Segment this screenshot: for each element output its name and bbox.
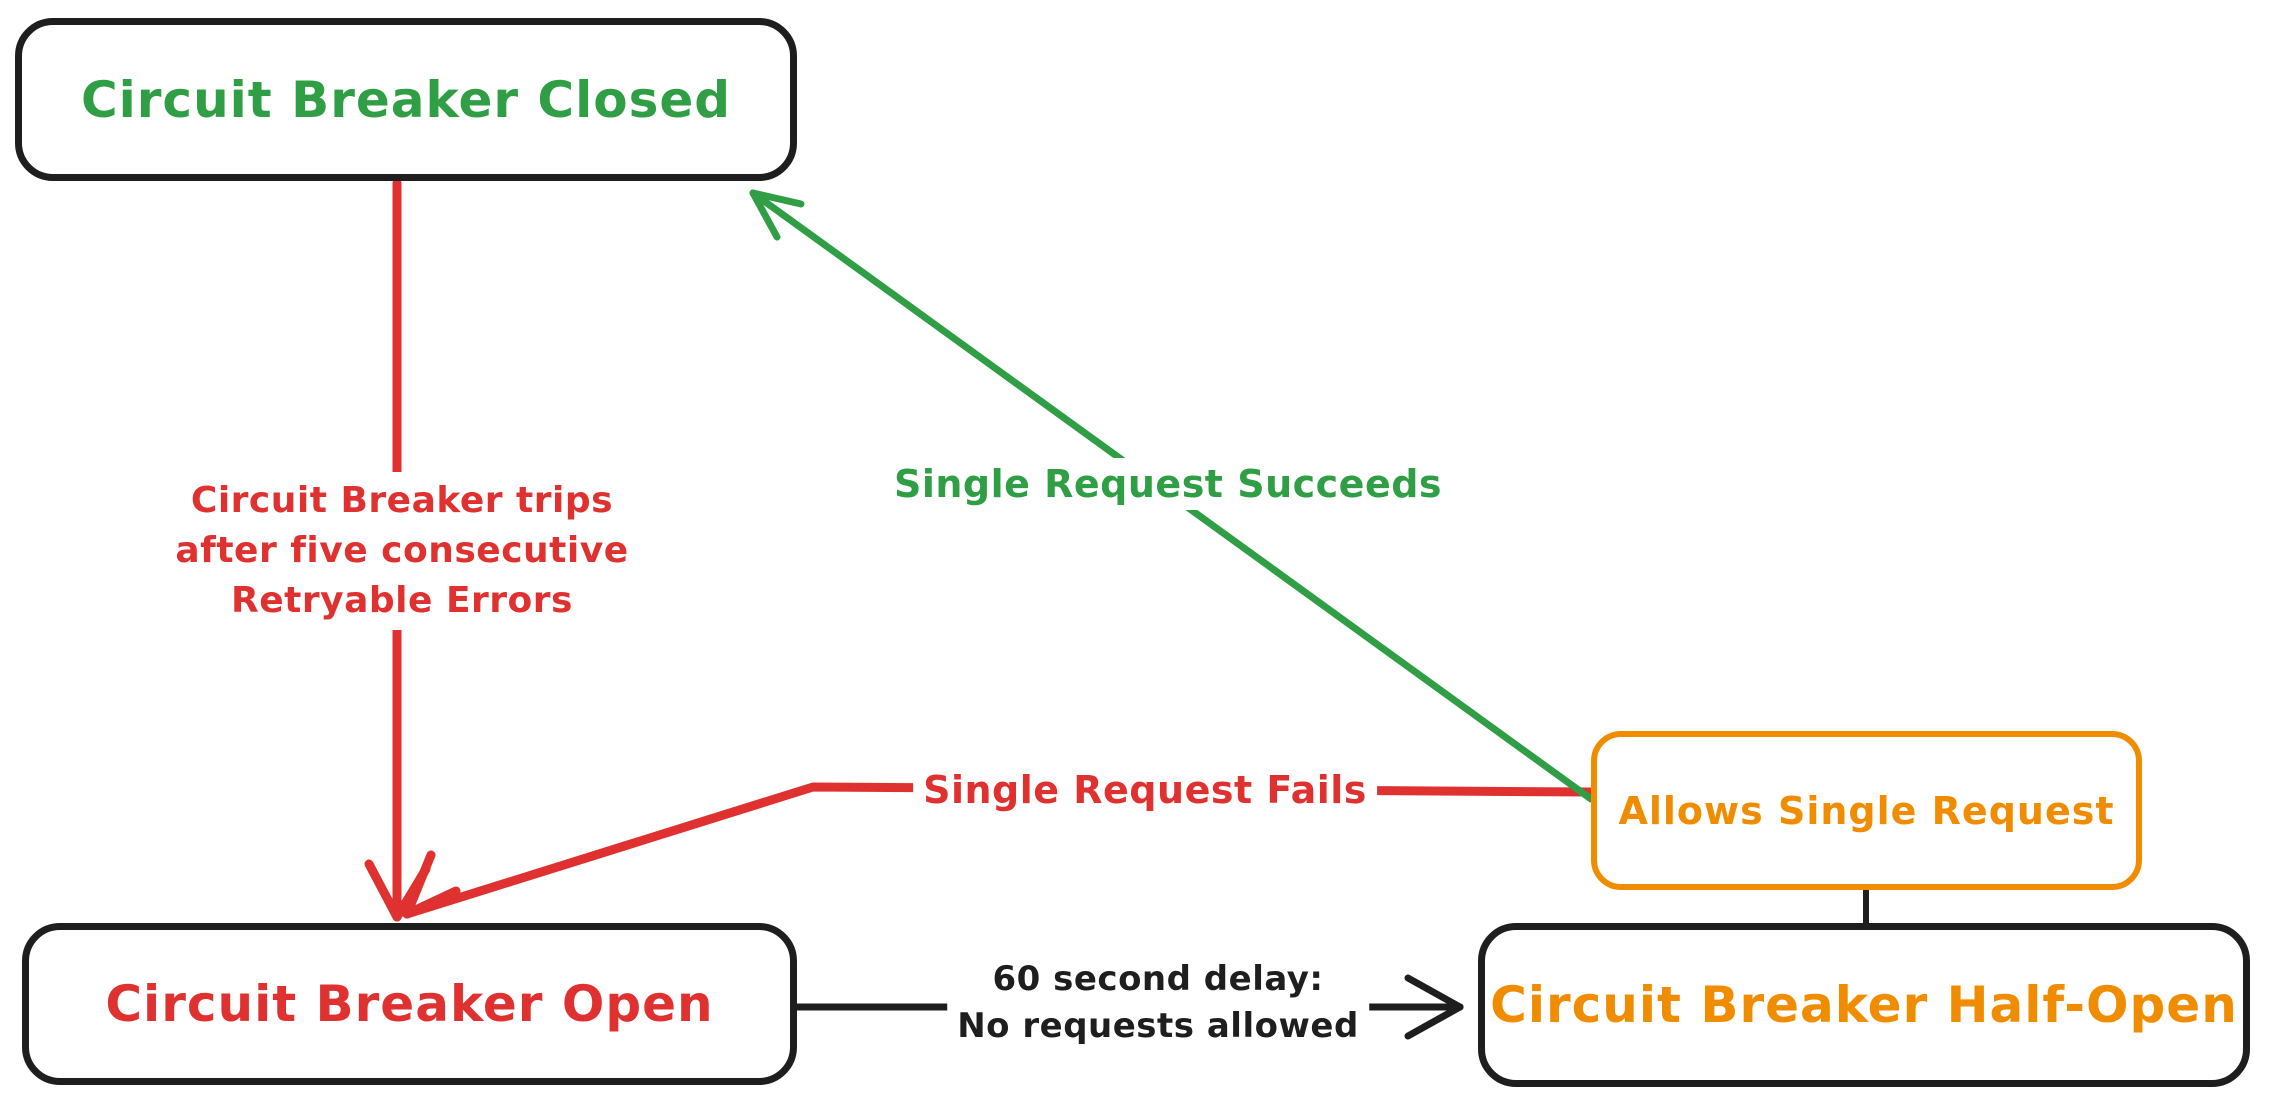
edge-label-single-request-succeeds[interactable]: Single Request Succeeds [883,458,1453,510]
edge-label-trips-line2: after five consecutive [175,530,629,571]
node-allows-single-request-label: Allows Single Request [1618,788,2115,833]
node-circuit-breaker-half-open-label: Circuit Breaker Half-Open [1490,976,2238,1034]
node-allows-single-request[interactable]: Allows Single Request [1591,731,2142,890]
edge-label-trips-line1: Circuit Breaker trips [190,480,614,521]
node-circuit-breaker-half-open[interactable]: Circuit Breaker Half-Open [1478,923,2250,1087]
node-circuit-breaker-closed-label: Circuit Breaker Closed [80,70,732,129]
edge-label-single-request-fails[interactable]: Single Request Fails [913,764,1377,816]
edge-label-delay-line1: 60 second delay: [992,959,1324,999]
node-circuit-breaker-closed[interactable]: Circuit Breaker Closed [15,18,797,181]
node-circuit-breaker-open-label: Circuit Breaker Open [105,975,714,1033]
edge-label-trips[interactable]: Circuit Breaker trips after five consecu… [165,472,639,630]
node-circuit-breaker-open[interactable]: Circuit Breaker Open [22,923,797,1085]
edge-label-delay-line2: No requests allowed [957,1006,1359,1046]
edge-label-delay[interactable]: 60 second delay: No requests allowed [947,952,1369,1054]
edge-label-trips-line3: Retryable Errors [231,580,573,621]
